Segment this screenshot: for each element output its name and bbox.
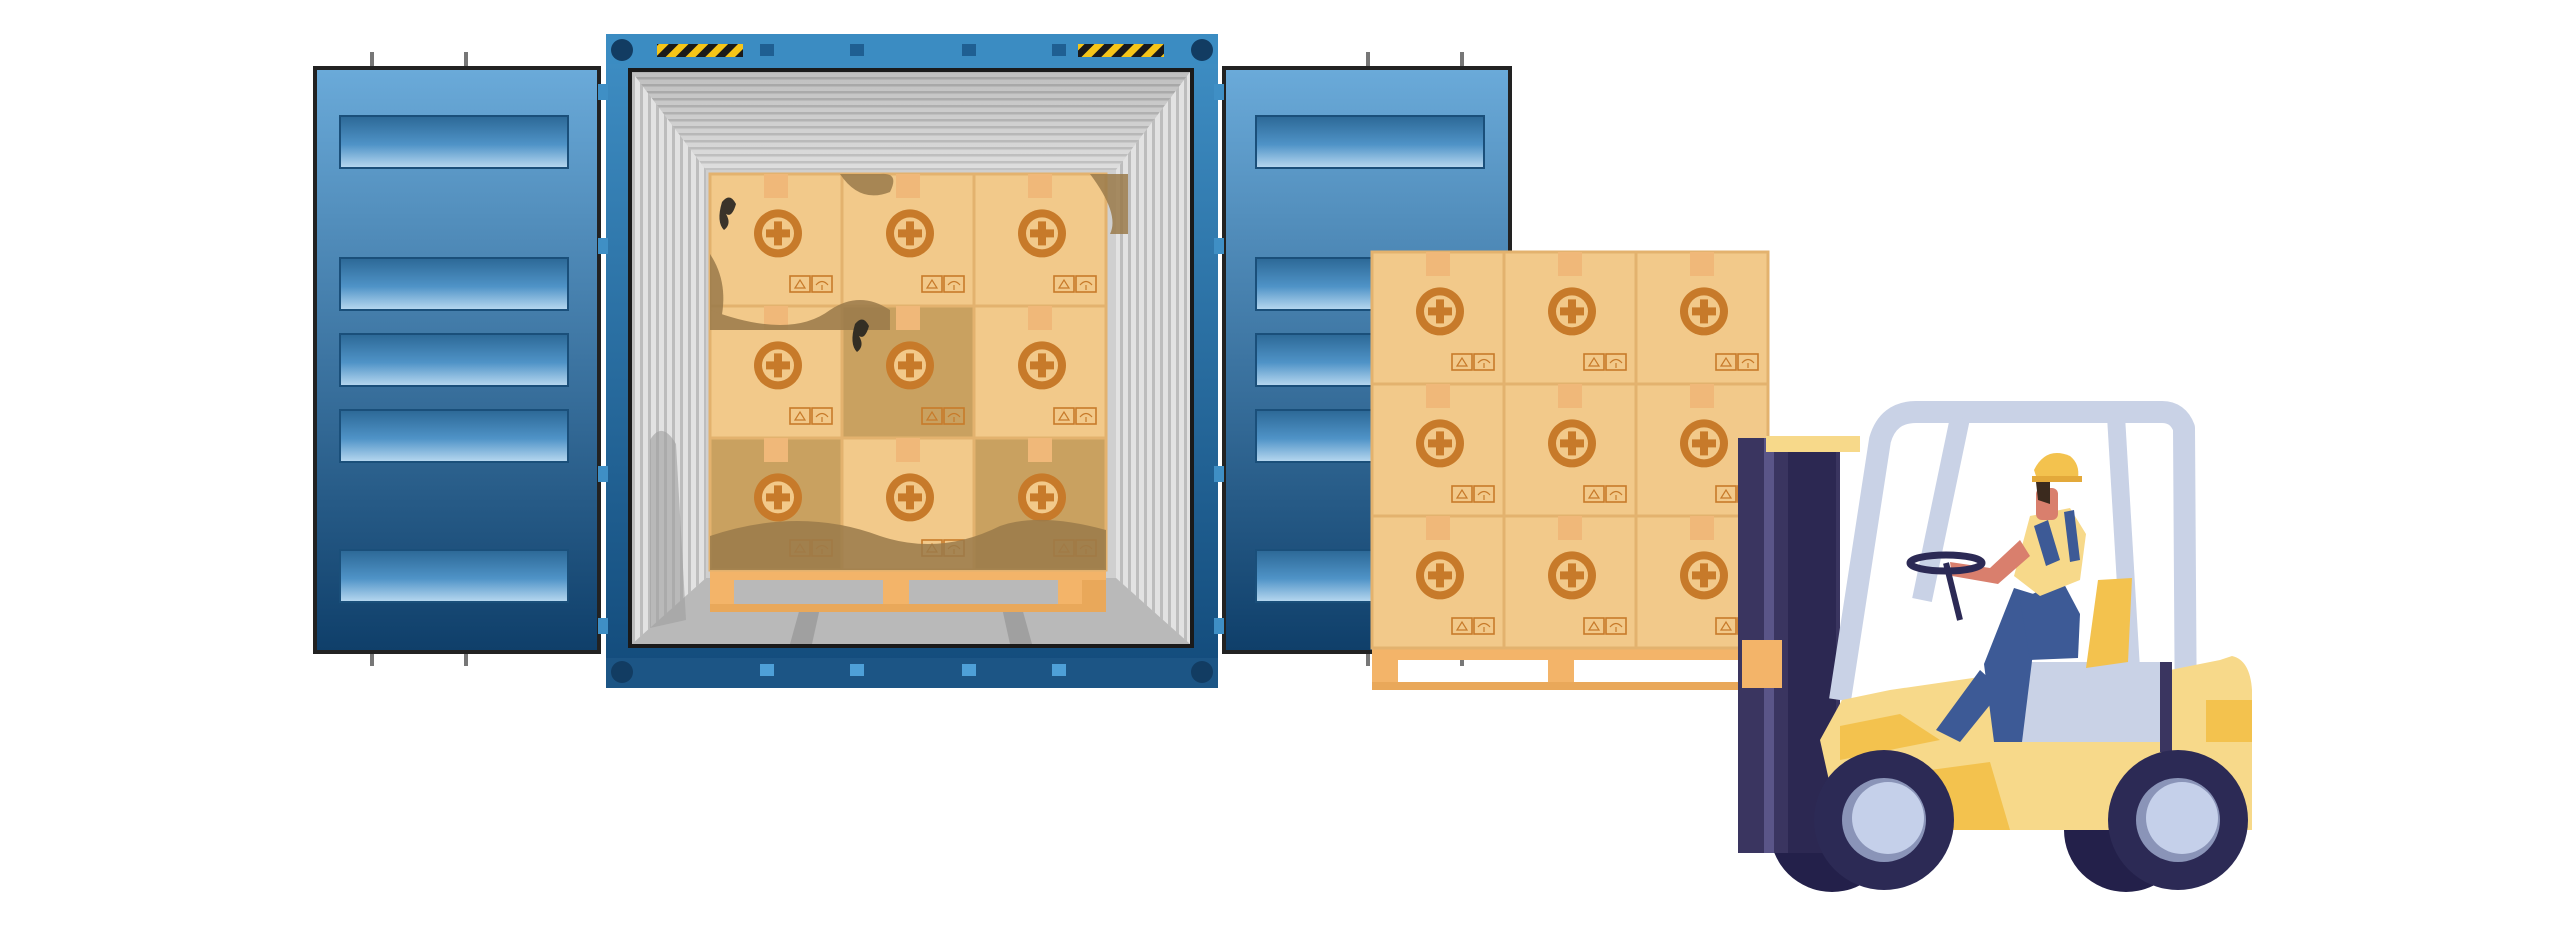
cargo-box: [1370, 382, 1506, 518]
cargo-box: [1502, 382, 1638, 518]
forklift-cage: [1829, 401, 2197, 741]
cargo-box: [972, 172, 1108, 308]
forklift-seat: [2086, 578, 2132, 668]
cargo-box: [1370, 250, 1506, 386]
medical-cross-icon: [1680, 287, 1728, 336]
left-container-door: [313, 52, 601, 666]
water-damage-stain: [710, 173, 1128, 570]
medical-cross-icon: [886, 473, 934, 522]
cargo-box: [1634, 250, 1770, 386]
hazard-stripe-right: [1078, 44, 1164, 57]
medical-cross-icon: [754, 209, 802, 258]
medical-cross-icon: [1018, 209, 1066, 258]
cargo-box: [708, 172, 844, 308]
medical-cross-icon: [1680, 419, 1728, 468]
medical-cross-icon: [1416, 419, 1464, 468]
cargo-box: [972, 304, 1108, 440]
medical-cross-icon: [1018, 341, 1066, 390]
medical-cross-icon: [1680, 551, 1728, 600]
medical-cross-icon: [1548, 551, 1596, 600]
medical-cross-icon: [1018, 473, 1066, 522]
forklift-carriage-bar: [1766, 436, 1860, 452]
medical-cross-icon: [754, 473, 802, 522]
medical-cross-icon: [1548, 287, 1596, 336]
cargo-box: [1502, 250, 1638, 386]
forklift: [1738, 401, 2252, 892]
medical-cross-icon: [1548, 419, 1596, 468]
front-wheel: [1814, 750, 1954, 890]
medical-cross-icon: [754, 341, 802, 390]
pallet-box-stack: [1370, 250, 1770, 650]
hazard-stripe-left: [657, 44, 743, 57]
forklift-fork: [1742, 640, 1782, 688]
forklift-driver: [1936, 453, 2086, 742]
medical-cross-icon: [1416, 551, 1464, 600]
cargo-box: [840, 172, 976, 308]
medical-cross-icon: [1416, 287, 1464, 336]
hard-hat: [2034, 453, 2079, 482]
cargo-box: [1502, 514, 1638, 650]
inside-box-stack: [708, 172, 1128, 572]
forklift-pallet: [1372, 648, 1768, 690]
cargo-box: [1370, 514, 1506, 650]
medical-cross-icon: [886, 341, 934, 390]
inside-pallet: [710, 570, 1106, 612]
medical-cross-icon: [886, 209, 934, 258]
rear-wheel: [2108, 750, 2248, 890]
